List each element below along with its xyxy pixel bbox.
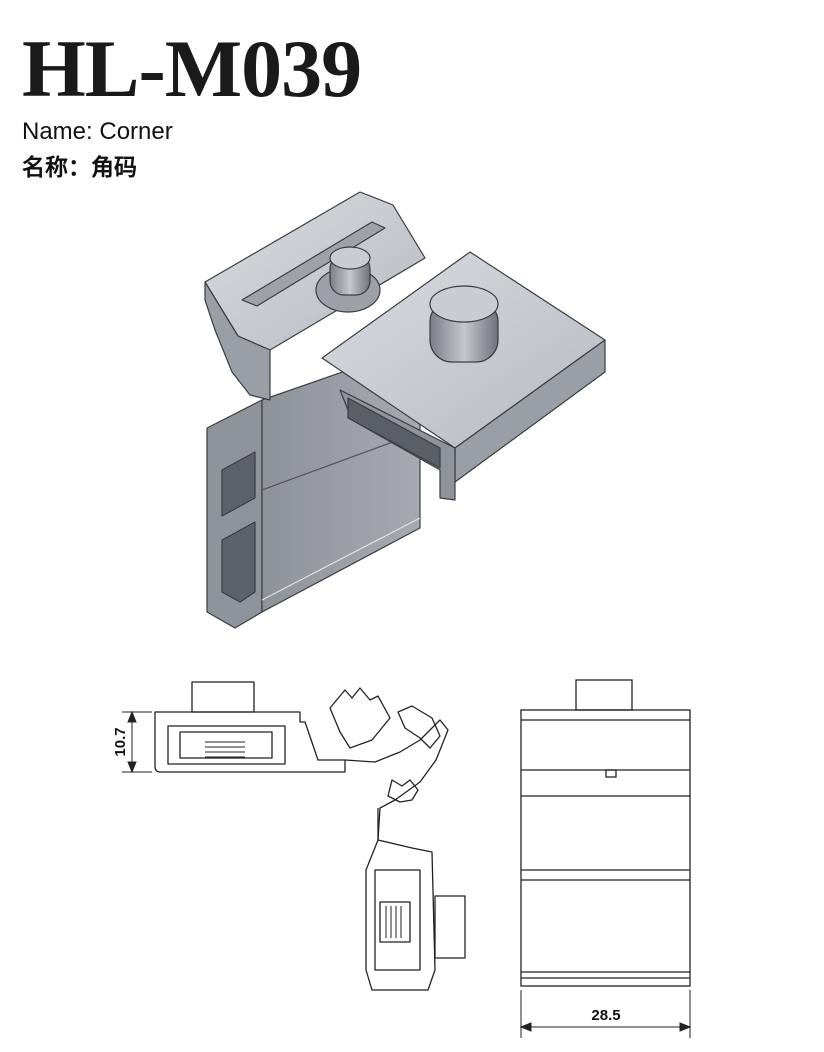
front-outline [520, 709, 691, 987]
name-english: Name: Corner [22, 118, 173, 145]
profile-vertical-inner [374, 869, 421, 971]
profile-slot-threads [385, 906, 402, 938]
name-chinese: 名称：角码 [22, 155, 137, 181]
profile-side-bolt [434, 895, 466, 959]
render-bolt-top [429, 285, 499, 323]
profile-vertical-body [365, 808, 436, 991]
profile-threads [205, 741, 245, 758]
render-groove-line-2 [261, 517, 421, 601]
profile-serrated-rail [329, 687, 391, 749]
dimension-height [122, 710, 152, 774]
render-arm-hollow [347, 397, 441, 469]
profile-vertical-slot [379, 901, 411, 943]
profile-bolt-head [191, 681, 255, 713]
front-notch [605, 769, 617, 778]
profile-drawing [154, 681, 466, 991]
profile-channel-core [179, 731, 273, 759]
profile-channel-inner [167, 725, 286, 765]
front-bolt-head [575, 679, 633, 711]
render-nut-top [329, 246, 371, 270]
render-rail-slot [241, 221, 386, 307]
profile-rail-teeth [397, 705, 441, 749]
render-3d [204, 191, 606, 629]
render-hollow-lower [221, 521, 256, 603]
front-view [520, 679, 691, 987]
render-hollow-upper [221, 451, 256, 517]
dimension-height-label: 10.7 [112, 727, 129, 756]
dimension-width-label: 28.5 [591, 1007, 620, 1024]
profile-joint [344, 719, 449, 841]
model-title: HL-M039 [22, 23, 362, 114]
profile-serration-lower [387, 779, 419, 803]
profile-channel-outer [154, 711, 346, 773]
dimension-width [519, 990, 692, 1038]
render-rail-side [204, 281, 271, 401]
